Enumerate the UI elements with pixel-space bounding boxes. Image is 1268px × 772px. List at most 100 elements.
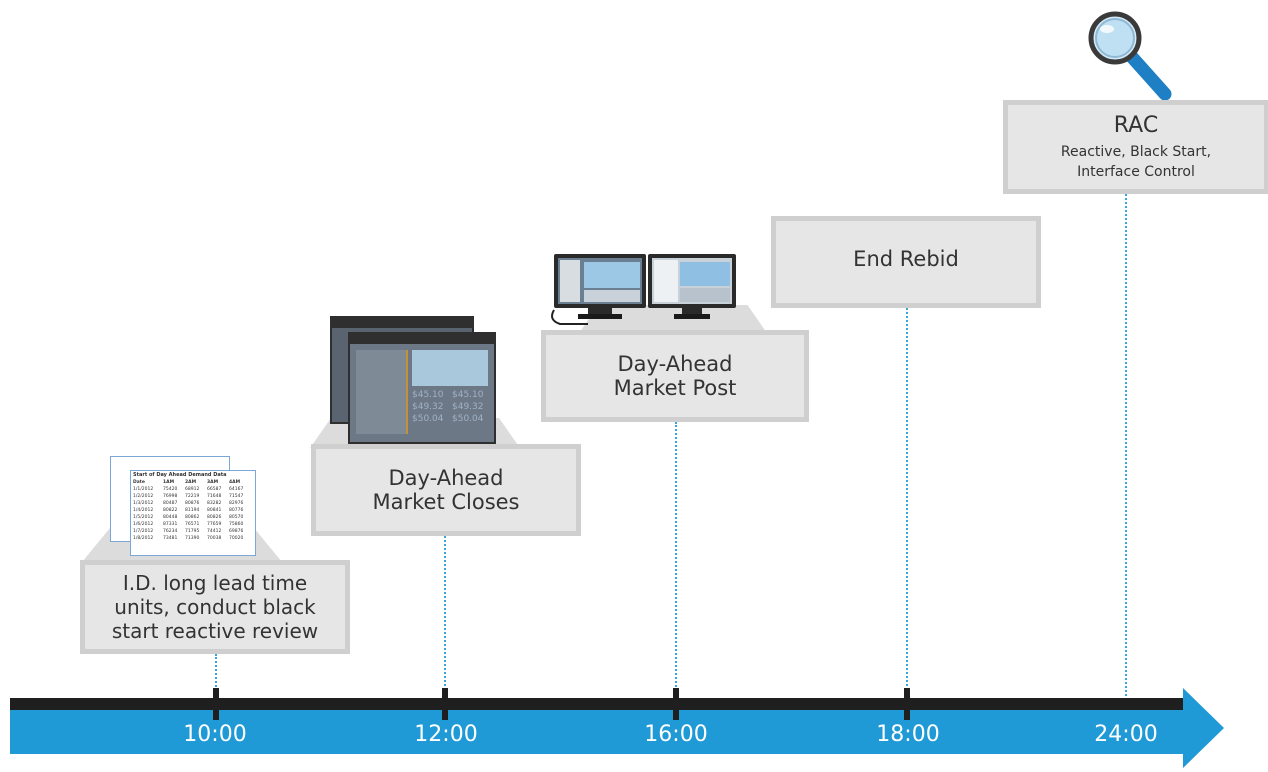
spreadsheet-title: Start of Day Ahead Demand Data: [133, 472, 227, 478]
spreadsheet-cell: 74412: [207, 529, 222, 534]
time-label-16: 16:00: [644, 722, 708, 747]
spreadsheet-cell: 2AM: [185, 480, 197, 485]
id-review-line-3: start reactive review: [111, 619, 319, 643]
spreadsheet-cell: Date: [133, 480, 145, 485]
spreadsheet-cell: 80862: [185, 515, 200, 520]
spreadsheet-row: 1/4/2012 80822 81194 80841 80776: [133, 507, 253, 514]
spreadsheet-cell: 76998: [163, 494, 178, 499]
spreadsheet-cell: 73481: [163, 536, 178, 541]
timeline-tick-12: [442, 688, 448, 720]
spreadsheet-row: 1/1/2012 75420 68912 66587 64167: [133, 486, 253, 493]
spreadsheet-cell: 75420: [163, 487, 178, 492]
end-rebid-box: End Rebid: [771, 216, 1041, 308]
spreadsheet-cell: 80570: [229, 515, 244, 520]
spreadsheet-cell: 68912: [185, 487, 200, 492]
spreadsheet-row: 1/2/2012 76998 72219 71648 71547: [133, 493, 253, 500]
spreadsheet-cell: 80776: [229, 508, 244, 513]
monitors-illustration: [551, 254, 736, 325]
spreadsheet-table: Date 1AM 2AM 3AM 4AM 1/1/2012 75420 68912 66587 6…: [131, 479, 255, 542]
spreadsheet-front-sheet: Start of Day Ahead Demand Data Date 1AM 2A…: [130, 470, 256, 556]
spreadsheet-header-row: Date 1AM 2AM 3AM 4AM: [133, 479, 253, 486]
spreadsheet-cell: 80487: [163, 501, 178, 506]
spreadsheet-cell: 3AM: [207, 480, 219, 485]
rac-title: RAC: [1113, 112, 1159, 138]
id-review-box: I.D. long lead time units, conduct black…: [80, 560, 350, 654]
rac-box: RAC Reactive, Black Start, Interface Con…: [1003, 100, 1268, 194]
spreadsheet-cell: 71795: [185, 529, 200, 534]
spreadsheet-cell: 66587: [207, 487, 222, 492]
spreadsheet-illustration: Start of Day Ahead Demand Data Date 1AM 2A…: [110, 456, 256, 556]
leader-line-12: [444, 536, 446, 690]
time-label-18: 18:00: [876, 722, 940, 747]
leader-line-24: [1125, 194, 1127, 700]
dam-post-line-2: Market Post: [613, 376, 737, 400]
leader-line-16: [675, 422, 677, 690]
spreadsheet-cell: 80822: [163, 508, 178, 513]
spreadsheet-cell: 70020: [229, 536, 244, 541]
spreadsheet-row: 1/5/2012 80448 80862 80826 80570: [133, 514, 253, 521]
spreadsheet-cell: 70038: [207, 536, 222, 541]
spreadsheet-cell: 80826: [207, 515, 222, 520]
dashboard-front-window: $45.10 $45.10 $49.32 $49.32 $50.04 $50.0…: [348, 332, 496, 444]
spreadsheet-cell: 75860: [229, 522, 244, 527]
spreadsheet-cell: 1/3/2012: [133, 501, 154, 506]
dam-post-box: Day-Ahead Market Post: [541, 330, 809, 422]
spreadsheet-cell: 69876: [229, 529, 244, 534]
spreadsheet-cell: 1/7/2012: [133, 529, 154, 534]
spreadsheet-cell: 81194: [185, 508, 200, 513]
spreadsheet-cell: 1/1/2012: [133, 487, 154, 492]
spreadsheet-cell: 4AM: [229, 480, 241, 485]
dam-closes-box: Day-Ahead Market Closes: [311, 444, 581, 536]
rac-line-2: Interface Control: [1077, 163, 1195, 180]
dam-post-line-1: Day-Ahead: [617, 352, 733, 376]
spreadsheet-cell: 71390: [185, 536, 200, 541]
spreadsheet-cell: 87331: [163, 522, 178, 527]
price-value: $45.10: [412, 390, 444, 400]
id-review-line-2: units, conduct black: [114, 595, 316, 619]
spreadsheet-cell: 80448: [163, 515, 178, 520]
spreadsheet-cell: 1/2/2012: [133, 494, 154, 499]
dashboard-illustration: $45.10 $45.10 $49.32 $49.32 $50.04 $50.0…: [330, 316, 496, 444]
rac-line-1: Reactive, Black Start,: [1060, 143, 1212, 160]
id-review-line-1: I.D. long lead time: [122, 571, 308, 595]
price-value: $50.04: [412, 414, 444, 424]
timeline-arrow: [10, 688, 1224, 768]
spreadsheet-cell: 1/5/2012: [133, 515, 154, 520]
timeline-tick-18: [904, 688, 910, 720]
dam-closes-line-1: Day-Ahead: [388, 466, 504, 490]
time-label-12: 12:00: [414, 722, 478, 747]
spreadsheet-cell: 83282: [207, 501, 222, 506]
spreadsheet-row: 1/7/2012 76234 71795 74412 69876: [133, 528, 253, 535]
spreadsheet-row: 1/8/2012 73481 71390 70038 70020: [133, 535, 253, 542]
spreadsheet-cell: 76571: [185, 522, 200, 527]
spreadsheet-cell: 76234: [163, 529, 178, 534]
spreadsheet-cell: 82976: [229, 501, 244, 506]
spreadsheet-cell: 1/6/2012: [133, 522, 154, 527]
dam-closes-line-2: Market Closes: [372, 490, 520, 514]
price-value: $49.32: [452, 402, 484, 412]
spreadsheet-cell: 77659: [207, 522, 222, 527]
price-value: $49.32: [412, 402, 444, 412]
spreadsheet-cell: 1/4/2012: [133, 508, 154, 513]
spreadsheet-cell: 1/8/2012: [133, 536, 154, 541]
spreadsheet-cell: 71648: [207, 494, 222, 499]
spreadsheet-cell: 1AM: [163, 480, 175, 485]
price-value: $45.10: [452, 390, 484, 400]
price-grid: $45.10 $45.10 $49.32 $49.32 $50.04 $50.0…: [412, 390, 488, 424]
magnifier-icon: [1088, 11, 1172, 101]
spreadsheet-cell: 80841: [207, 508, 222, 513]
spreadsheet-cell: 64167: [229, 487, 244, 492]
spreadsheet-cell: 71547: [229, 494, 244, 499]
time-label-10: 10:00: [183, 722, 247, 747]
spreadsheet-cell: 72219: [185, 494, 200, 499]
timeline-tick-16: [673, 688, 679, 720]
end-rebid-label: End Rebid: [853, 247, 959, 271]
spreadsheet-row: 1/3/2012 80487 80876 83282 82976: [133, 500, 253, 507]
spreadsheet-row: 1/6/2012 87331 76571 77659 75860: [133, 521, 253, 528]
leader-line-18: [906, 308, 908, 690]
time-label-24: 24:00: [1094, 722, 1158, 747]
price-value: $50.04: [452, 414, 484, 424]
leader-line-10: [215, 654, 217, 690]
timeline-tick-10: [213, 688, 219, 720]
spreadsheet-cell: 80876: [185, 501, 200, 506]
